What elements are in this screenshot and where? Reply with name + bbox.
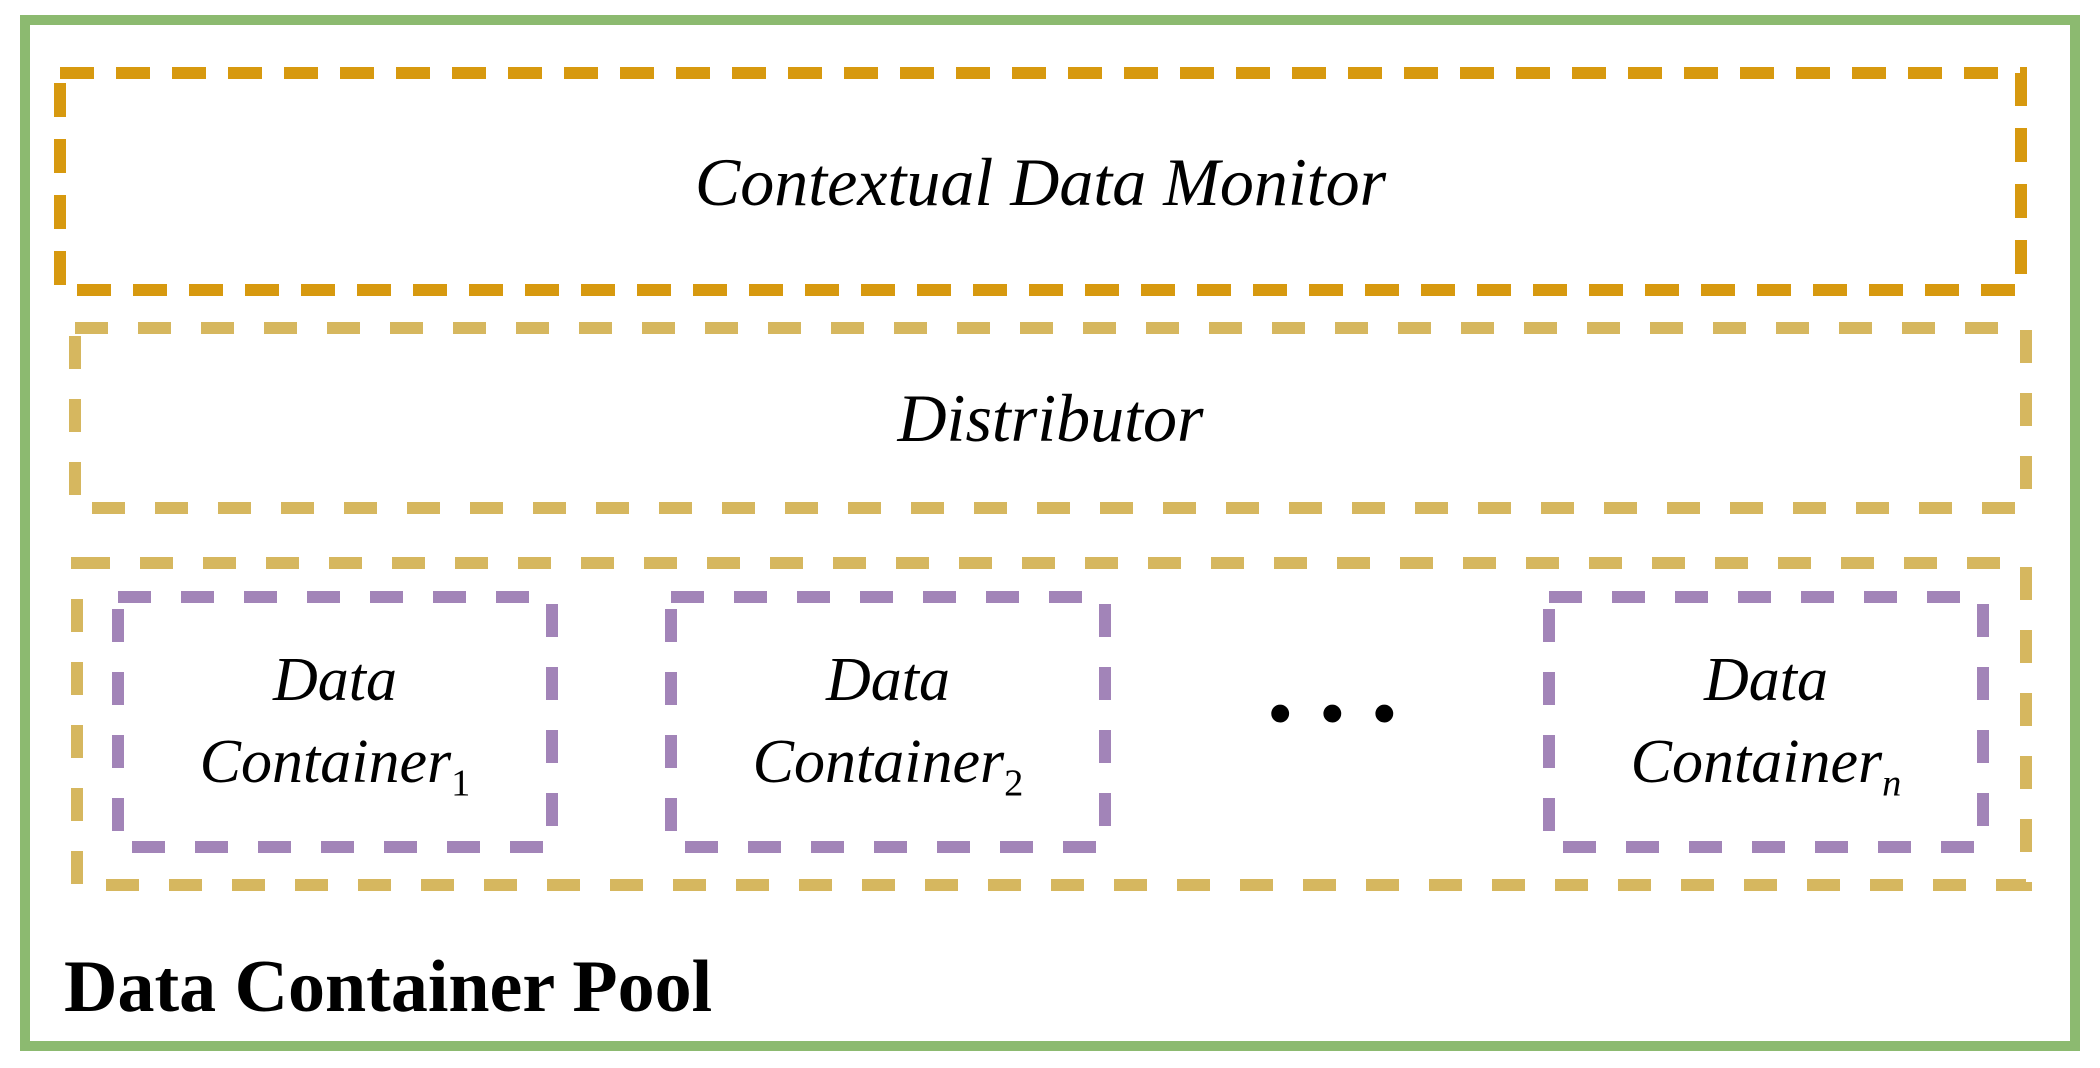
distributor-dashed-border (69, 322, 2032, 514)
data-container-n-label: Data Containern (1630, 646, 1902, 805)
distributor-label: Distributor (897, 380, 1204, 456)
pool-dashed-border (71, 557, 2032, 891)
monitor-dashed-border (54, 67, 2027, 296)
contextual-data-monitor-label: Contextual Data Monitor (694, 143, 1387, 220)
data-container-1-dashed-border (112, 591, 558, 853)
data-container-n-dashed-border (1543, 591, 1989, 853)
data-container-1-box: Data Container1 (112, 591, 558, 853)
containers-ellipsis: ··· (1261, 652, 1419, 775)
data-container-2-label: Data Container2 (752, 646, 1024, 805)
distributor-box: Distributor (69, 322, 2032, 514)
data-container-2-dashed-border (665, 591, 1111, 853)
data-container-pool-outer-frame (20, 15, 2080, 1051)
data-container-2-box: Data Container2 (665, 591, 1111, 853)
data-container-1-label: Data Container1 (199, 646, 471, 805)
data-container-n-box: Data Containern (1543, 591, 1989, 853)
data-container-pool-box (71, 557, 2032, 891)
data-container-pool-title: Data Container Pool (64, 946, 713, 1028)
contextual-data-monitor-box: Contextual Data Monitor (54, 67, 2027, 296)
